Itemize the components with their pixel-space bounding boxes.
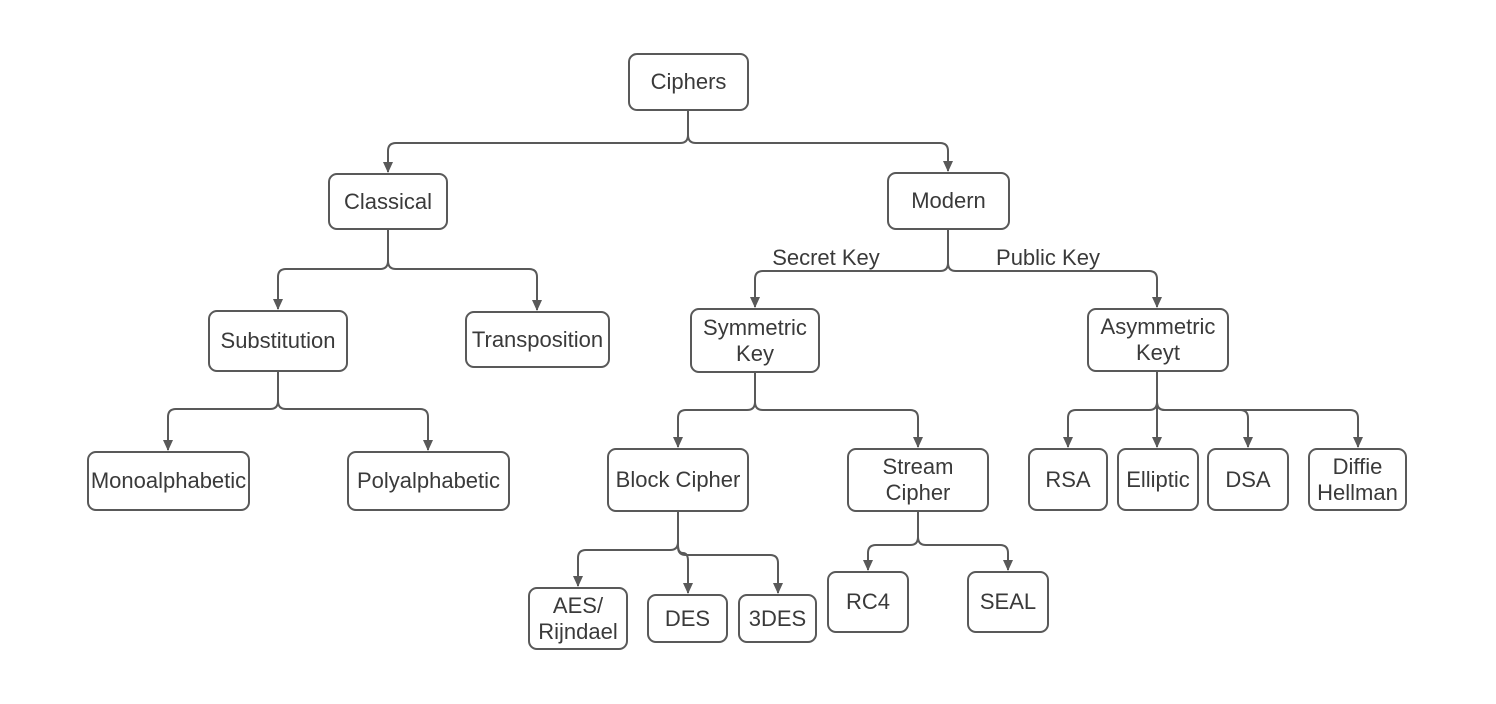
edge-block-aes-rijndael	[573, 512, 679, 587]
node-classical-label: Classical	[343, 188, 433, 214]
node-aes-rijndael: AES/ Rijndael	[528, 587, 628, 650]
node-3des: 3DES	[738, 594, 817, 643]
node-modern: Modern	[887, 172, 1010, 230]
node-transposition-label: Transposition	[471, 326, 604, 352]
node-classical: Classical	[328, 173, 448, 230]
node-substitution: Substitution	[208, 310, 348, 372]
node-elliptic: Elliptic	[1117, 448, 1199, 511]
edge-classical-transposition	[387, 230, 542, 311]
edge-substitution-polyalphabetic	[277, 372, 433, 451]
node-stream-cipher-label: Stream Cipher	[882, 454, 954, 505]
node-polyalphabetic: Polyalphabetic	[347, 451, 510, 511]
edge-classical-substitution	[273, 230, 389, 310]
node-rc4-label: RC4	[845, 589, 890, 615]
edge-symmetric-block-cipher	[673, 373, 756, 448]
node-symmetric-key: Symmetric Key	[690, 308, 820, 373]
node-rc4: RC4	[827, 571, 909, 633]
edge-label-secret-key: Secret Key	[772, 245, 880, 270]
edge-block-3des	[677, 512, 783, 594]
node-diffie-hellman-label: Diffie Hellman	[1317, 453, 1398, 505]
node-substitution-label: Substitution	[220, 328, 336, 354]
edge-label-public-key: Public Key	[996, 245, 1100, 270]
edge-ciphers-classical	[383, 111, 689, 173]
edge-modern-asymmetric-keyt	[947, 230, 1162, 308]
node-seal: SEAL	[967, 571, 1049, 633]
node-ciphers: Ciphers	[628, 53, 749, 111]
edge-asymmetric-rsa	[1063, 372, 1158, 448]
node-3des-label: 3DES	[748, 605, 807, 631]
node-asymmetric-keyt-label: Asymmetric Keyt	[1100, 314, 1216, 365]
node-rsa: RSA	[1028, 448, 1108, 511]
node-des: DES	[647, 594, 728, 643]
edge-stream-seal	[917, 512, 1013, 571]
node-symmetric-key-label: Symmetric Key	[703, 314, 807, 366]
node-aes-rijndael-label: AES/ Rijndael	[538, 592, 618, 644]
node-dsa-label: DSA	[1225, 466, 1271, 492]
edge-stream-rc4	[863, 512, 919, 571]
node-seal-label: SEAL	[979, 589, 1037, 615]
node-transposition: Transposition	[465, 311, 610, 368]
edge-symmetric-stream-cipher	[754, 373, 923, 448]
node-stream-cipher: Stream Cipher	[847, 448, 989, 512]
node-dsa: DSA	[1207, 448, 1289, 511]
node-ciphers-label: Ciphers	[650, 69, 727, 95]
node-monoalphabetic-label: Monoalphabetic	[90, 468, 247, 494]
node-elliptic-label: Elliptic	[1126, 466, 1190, 492]
node-monoalphabetic: Monoalphabetic	[87, 451, 250, 511]
node-modern-label: Modern	[911, 188, 986, 214]
edge-substitution-monoalphabetic	[163, 372, 279, 451]
node-block-cipher: Block Cipher	[607, 448, 749, 512]
node-asymmetric-keyt: Asymmetric Keyt	[1087, 308, 1229, 372]
edge-ciphers-modern	[687, 111, 953, 172]
node-des-label: DES	[664, 605, 711, 631]
edge-asymmetric-diffie-hellman	[1156, 372, 1363, 448]
node-diffie-hellman: Diffie Hellman	[1308, 448, 1407, 511]
node-block-cipher-label: Block Cipher	[615, 467, 741, 493]
node-rsa-label: RSA	[1045, 466, 1091, 492]
node-polyalphabetic-label: Polyalphabetic	[356, 468, 501, 494]
